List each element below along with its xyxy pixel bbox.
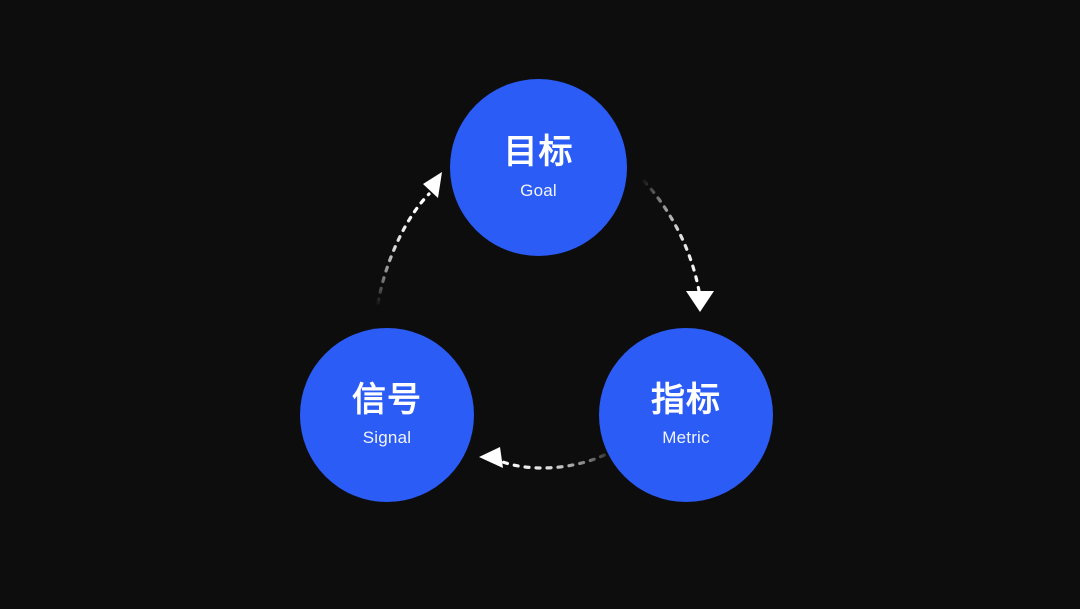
node-signal[interactable]: 信号 Signal	[300, 328, 474, 502]
node-metric[interactable]: 指标 Metric	[599, 328, 773, 502]
arrow-signal-to-goal-head	[423, 172, 442, 198]
node-metric-cjk-label: 指标	[651, 380, 721, 419]
node-metric-latin-label: Metric	[662, 428, 710, 447]
arrow-goal-to-metric	[642, 179, 714, 312]
arrow-metric-to-signal-path	[498, 448, 616, 470]
node-signal-cjk-label: 信号	[352, 380, 422, 419]
arrow-signal-to-goal	[376, 172, 442, 305]
arrow-goal-to-metric-path	[642, 179, 701, 293]
arrow-metric-to-signal	[479, 447, 616, 470]
node-signal-latin-label: Signal	[362, 428, 412, 447]
node-goal[interactable]: 目标 Goal	[450, 79, 627, 256]
arrow-signal-to-goal-path	[376, 192, 431, 305]
arrow-metric-to-signal-head	[479, 447, 503, 468]
node-goal-cjk-label: 目标	[503, 133, 574, 172]
arrow-goal-to-metric-head	[686, 291, 714, 312]
node-goal-latin-label: Goal	[520, 180, 557, 200]
